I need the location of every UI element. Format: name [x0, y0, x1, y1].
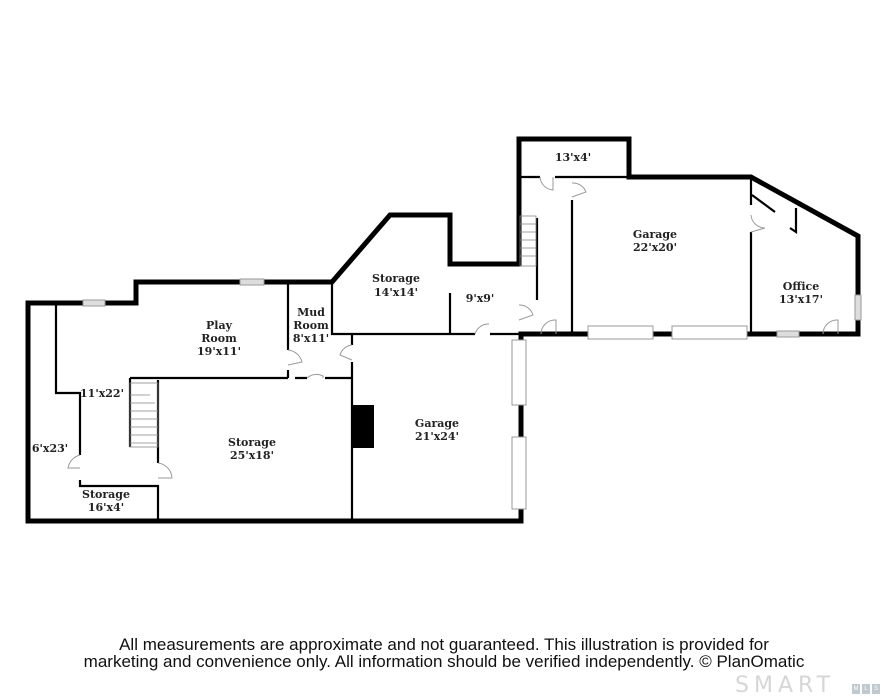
garage-right-size: 22'x20' [633, 241, 677, 254]
garage-left-size: 21'x24' [415, 430, 459, 443]
room-labels: Play Room 19'x11' Mud Room 8'x11' 11'x22… [32, 151, 823, 514]
play-room-label: Room [201, 332, 237, 345]
office-label: Office [783, 280, 820, 293]
storage-upper-label: Storage [372, 272, 420, 285]
smart-mls-watermark: SMART [735, 673, 836, 698]
doors [67, 176, 839, 479]
mud-room-size: 8'x11' [293, 332, 329, 345]
storage-large-label: Storage [228, 436, 276, 449]
play-room-label: Play [206, 319, 233, 332]
garage-right-label: Garage [633, 228, 677, 241]
mls-badge-m: M [852, 684, 860, 694]
mud-room-label: Room [293, 319, 329, 332]
side-room-size: 6'x23' [32, 442, 68, 455]
fireplace [353, 405, 374, 448]
disclaimer-line-2: marketing and convenience only. All info… [83, 652, 805, 671]
hall-size: 11'x22' [80, 387, 124, 400]
storage-small-label: Storage [82, 488, 130, 501]
room-13x4-size: 13'x4' [555, 151, 591, 164]
storage-small-size: 16'x4' [88, 501, 124, 514]
storage-large-size: 25'x18' [230, 449, 274, 462]
stairs [129, 215, 537, 448]
storage-upper-size: 14'x14' [374, 286, 418, 299]
play-room-size: 19'x11' [197, 345, 241, 358]
garage-doors [511, 325, 748, 510]
mls-badge-s: S [872, 684, 880, 694]
garage-left-label: Garage [415, 417, 459, 430]
room-9x9-size: 9'x9' [466, 292, 495, 305]
disclaimer-line-1: All measurements are approximate and not… [119, 635, 769, 654]
interior-walls [54, 175, 798, 521]
office-size: 13'x17' [779, 293, 823, 306]
mud-room-label: Mud [297, 306, 325, 319]
mls-badge-l: L [862, 684, 870, 694]
windows [82, 278, 862, 338]
